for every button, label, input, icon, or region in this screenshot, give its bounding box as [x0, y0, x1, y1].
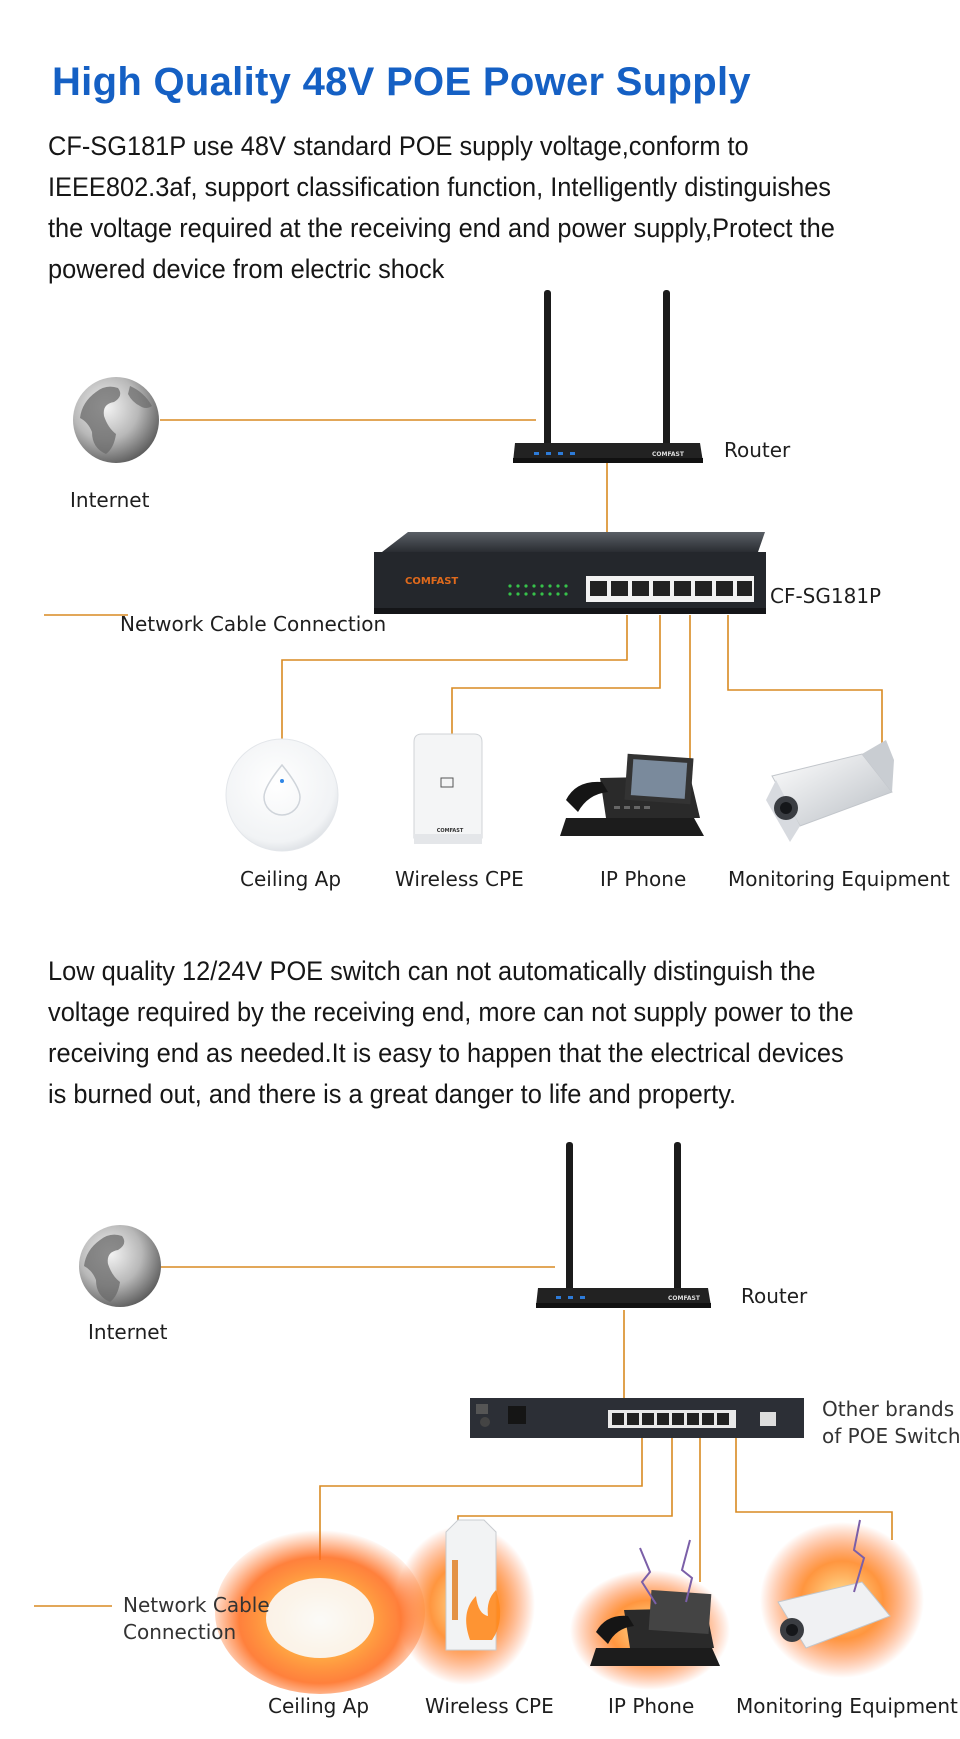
- device-label-ip-phone: IP Phone: [600, 867, 687, 891]
- wireless-cpe-icon: COMFAST: [413, 733, 483, 844]
- switch-model-label: CF-SG181P: [770, 584, 882, 608]
- burning-ip-phone-icon: [570, 1539, 730, 1690]
- device-label-monitoring-2: Monitoring Equipment: [736, 1694, 958, 1718]
- ip-phone-icon: [560, 753, 704, 836]
- page-title: High Quality 48V POE Power Supply: [52, 60, 751, 104]
- diagram-other-brand-poe: COMFAST: [34, 1142, 924, 1694]
- cable-connection-label-line2: Connection: [123, 1620, 237, 1644]
- burning-monitoring-camera-icon: [760, 1519, 924, 1678]
- cpe-brand-label: COMFAST: [437, 828, 464, 834]
- router-brand-label-2: COMFAST: [668, 1295, 701, 1302]
- burning-ceiling-ap-icon: [215, 1530, 425, 1694]
- monitoring-camera-icon: [766, 740, 894, 842]
- intro-paragraph: CF-SG181P use 48V standard POE supply vo…: [48, 131, 835, 284]
- other-switch-label-line1: Other brands: [822, 1397, 955, 1421]
- other-brand-switch-icon: [470, 1398, 804, 1438]
- internet-globe-icon-2: [79, 1225, 161, 1307]
- internet-label-2: Internet: [88, 1320, 168, 1344]
- router-label-2: Router: [741, 1284, 808, 1308]
- router-device-icon-2: COMFAST: [536, 1142, 711, 1308]
- device-label-wireless-cpe-2: Wireless CPE: [425, 1694, 554, 1718]
- cable-connection-label: Network Cable Connection: [120, 612, 387, 636]
- device-label-ceiling-ap: Ceiling Ap: [240, 867, 342, 891]
- device-label-wireless-cpe: Wireless CPE: [395, 867, 524, 891]
- switch-cf-sg181p-icon: COMFAST: [374, 532, 766, 614]
- device-label-ceiling-ap-2: Ceiling Ap: [268, 1694, 370, 1718]
- router-label: Router: [724, 438, 791, 462]
- cable-connection-label-line1: Network Cable: [123, 1593, 270, 1617]
- ceiling-ap-icon: [225, 738, 339, 852]
- router-device-icon: COMFAST: [513, 290, 703, 463]
- cable-lines-good: [44, 419, 883, 770]
- router-brand-label: COMFAST: [652, 451, 685, 458]
- other-switch-label-line2: of POE Switch: [822, 1424, 960, 1448]
- diagram-comfast-poe: COMFAST COMFAST COMFAST: [44, 290, 894, 852]
- switch-brand-label: COMFAST: [405, 576, 458, 587]
- burning-wireless-cpe-icon: [395, 1519, 535, 1685]
- device-label-ip-phone-2: IP Phone: [608, 1694, 695, 1718]
- warning-paragraph: Low quality 12/24V POE switch can not au…: [48, 956, 854, 1109]
- cable-lines-bad: [34, 1266, 893, 1607]
- internet-globe-icon: [73, 377, 159, 463]
- internet-label: Internet: [70, 488, 150, 512]
- device-label-monitoring: Monitoring Equipment: [728, 867, 950, 891]
